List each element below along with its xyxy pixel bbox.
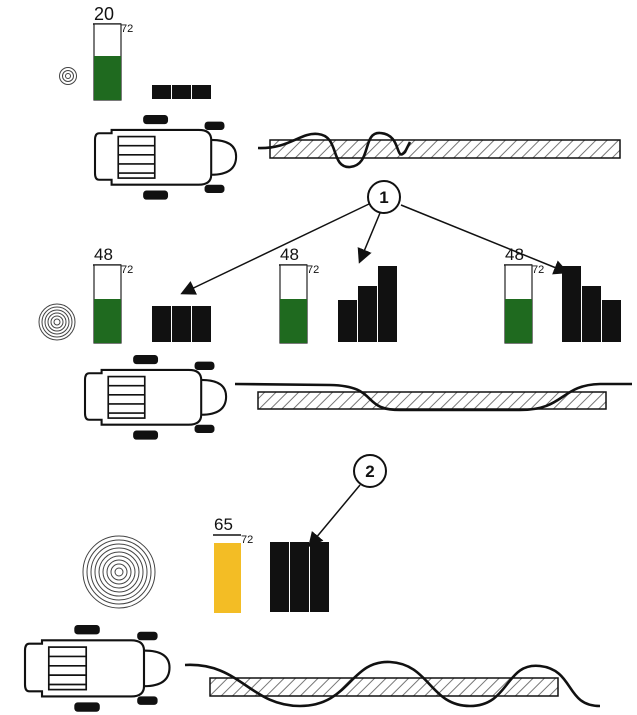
bar	[338, 300, 357, 342]
section-medium: 48 72 48 72 48 72	[38, 245, 632, 440]
bar-group	[562, 266, 621, 342]
windrow	[184, 660, 601, 708]
bar	[192, 306, 211, 342]
gauge-fill	[94, 56, 121, 100]
tractor-icon	[23, 625, 171, 712]
gauge-max: 72	[532, 264, 544, 276]
gauge-value: 20	[94, 4, 114, 24]
gauge-max: 72	[307, 264, 319, 276]
bar	[310, 542, 329, 612]
windrow	[234, 382, 632, 412]
bar	[192, 85, 211, 99]
section-small: 20 72	[59, 4, 621, 200]
gauge-max: 72	[241, 534, 253, 546]
fill-gauge: 48 72	[279, 245, 319, 344]
gauge-max: 72	[121, 23, 133, 35]
bar-group	[152, 85, 211, 99]
bar	[562, 266, 581, 342]
gauge-value: 65	[214, 515, 233, 534]
bar	[602, 300, 621, 342]
bar-group	[270, 542, 329, 612]
bar	[378, 266, 397, 342]
callout-label: 2	[365, 462, 374, 481]
fill-gauge: 48 72	[504, 245, 544, 344]
tractor-icon	[93, 115, 238, 200]
bar	[152, 306, 171, 342]
fill-gauge: 20 72	[93, 4, 133, 101]
gauge-fill	[214, 543, 241, 613]
callout-label: 1	[379, 188, 388, 207]
gauge-value: 48	[94, 245, 113, 264]
roll-icon	[82, 535, 156, 609]
gauge-value: 48	[280, 245, 299, 264]
fill-gauge: 48 72	[93, 245, 133, 344]
gauge-fill	[94, 299, 121, 343]
bar	[172, 85, 191, 99]
bar	[290, 542, 309, 612]
gauge-fill	[505, 299, 532, 343]
roll-icon	[59, 67, 77, 85]
gauge-max: 72	[121, 264, 133, 276]
bar	[152, 85, 171, 99]
gauge-fill	[280, 299, 307, 343]
callout-2: 2	[308, 454, 387, 548]
callout-1: 1	[180, 180, 569, 295]
tractor-icon	[83, 355, 228, 440]
roll-icon	[38, 303, 76, 341]
bar	[358, 286, 377, 342]
bar	[582, 286, 601, 342]
fill-gauge: 65 72	[213, 515, 253, 613]
section-large: 65 72	[23, 515, 601, 712]
windrow	[257, 131, 621, 169]
bar	[270, 542, 289, 612]
bar-group	[152, 306, 211, 342]
bar	[172, 306, 191, 342]
bar-group	[338, 266, 397, 342]
gauge-value: 48	[505, 245, 524, 264]
